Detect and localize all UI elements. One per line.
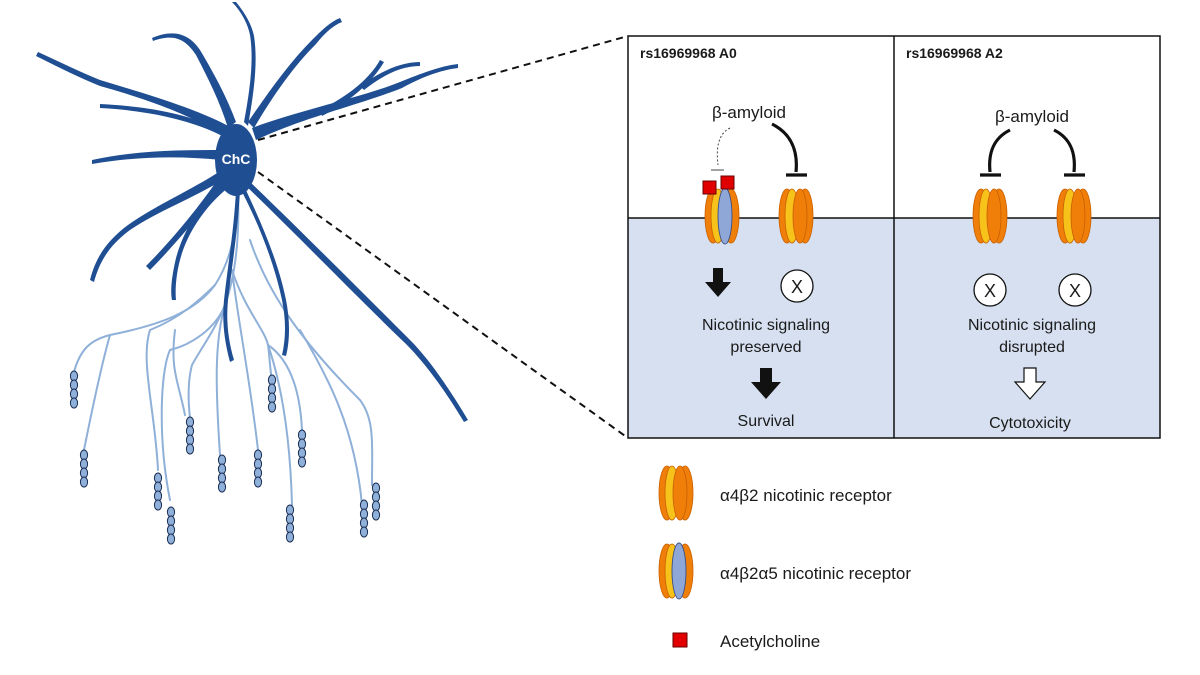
acetylcholine-molecule (720, 175, 735, 190)
inhibition-arrow-left (988, 128, 1011, 173)
legend: α4β2 nicotinic receptor α4β2α5 nicotinic… (658, 465, 911, 651)
blocked-mark: X (791, 277, 803, 297)
outcome-arrow-hollow (1013, 367, 1047, 400)
panels-box (627, 35, 1161, 439)
signal-arrow (705, 268, 731, 297)
legend-a4b2a5-label: α4β2α5 nicotinic receptor (720, 564, 911, 583)
a4b2-receptor (778, 188, 814, 244)
a4b2-receptor (1056, 188, 1092, 244)
zoom-lines (257, 35, 629, 439)
panel-a2-amyloid-label: β-amyloid (995, 107, 1069, 126)
inhibition-arrow-right (1053, 128, 1076, 173)
legend-acetylcholine-icon (672, 632, 688, 648)
outcome-arrow (751, 368, 781, 399)
panel-a2: rs16969968 A2 β-amyloid X X Nicotinic si… (906, 45, 1096, 432)
blocked-circle (780, 269, 814, 303)
panel-a2-outcome: Cytotoxicity (989, 415, 1071, 432)
blocked-mark: X (1069, 281, 1081, 301)
legend-a4b2-icon (658, 465, 694, 521)
axon-cartridges (69, 370, 381, 545)
blocked-circle (973, 273, 1007, 307)
panel-a0: rs16969968 A0 β-amyloid X Nicotinic sign… (640, 45, 830, 430)
dendrites (36, 2, 468, 422)
panel-a0-signal-line1: Nicotinic signaling (702, 317, 830, 334)
neuron-label: ChC (222, 151, 251, 167)
weak-inhibition-arrow (716, 127, 731, 166)
panel-a0-title: rs16969968 A0 (640, 45, 737, 61)
legend-a4b2-label: α4β2 nicotinic receptor (720, 486, 892, 505)
axon-arbor (73, 194, 374, 506)
panel-a2-title: rs16969968 A2 (906, 45, 1003, 61)
soma (215, 124, 257, 196)
blocked-mark: X (984, 281, 996, 301)
legend-a4b2a5-icon (658, 542, 694, 600)
a4b2a5-receptor (704, 187, 740, 245)
acetylcholine-molecule (702, 180, 717, 195)
chandelier-neuron: ChC (36, 2, 468, 545)
blocked-circle (1058, 273, 1092, 307)
panel-a0-amyloid-label: β-amyloid (712, 103, 786, 122)
panel-a0-outcome: Survival (738, 413, 795, 430)
panel-a2-signal-line2: disrupted (999, 339, 1065, 356)
legend-acetylcholine-label: Acetylcholine (720, 632, 820, 651)
panel-a0-signal-line2: preserved (730, 339, 801, 356)
a4b2-receptor (972, 188, 1008, 244)
panel-a2-signal-line1: Nicotinic signaling (968, 317, 1096, 334)
strong-inhibition-arrow (771, 122, 798, 173)
